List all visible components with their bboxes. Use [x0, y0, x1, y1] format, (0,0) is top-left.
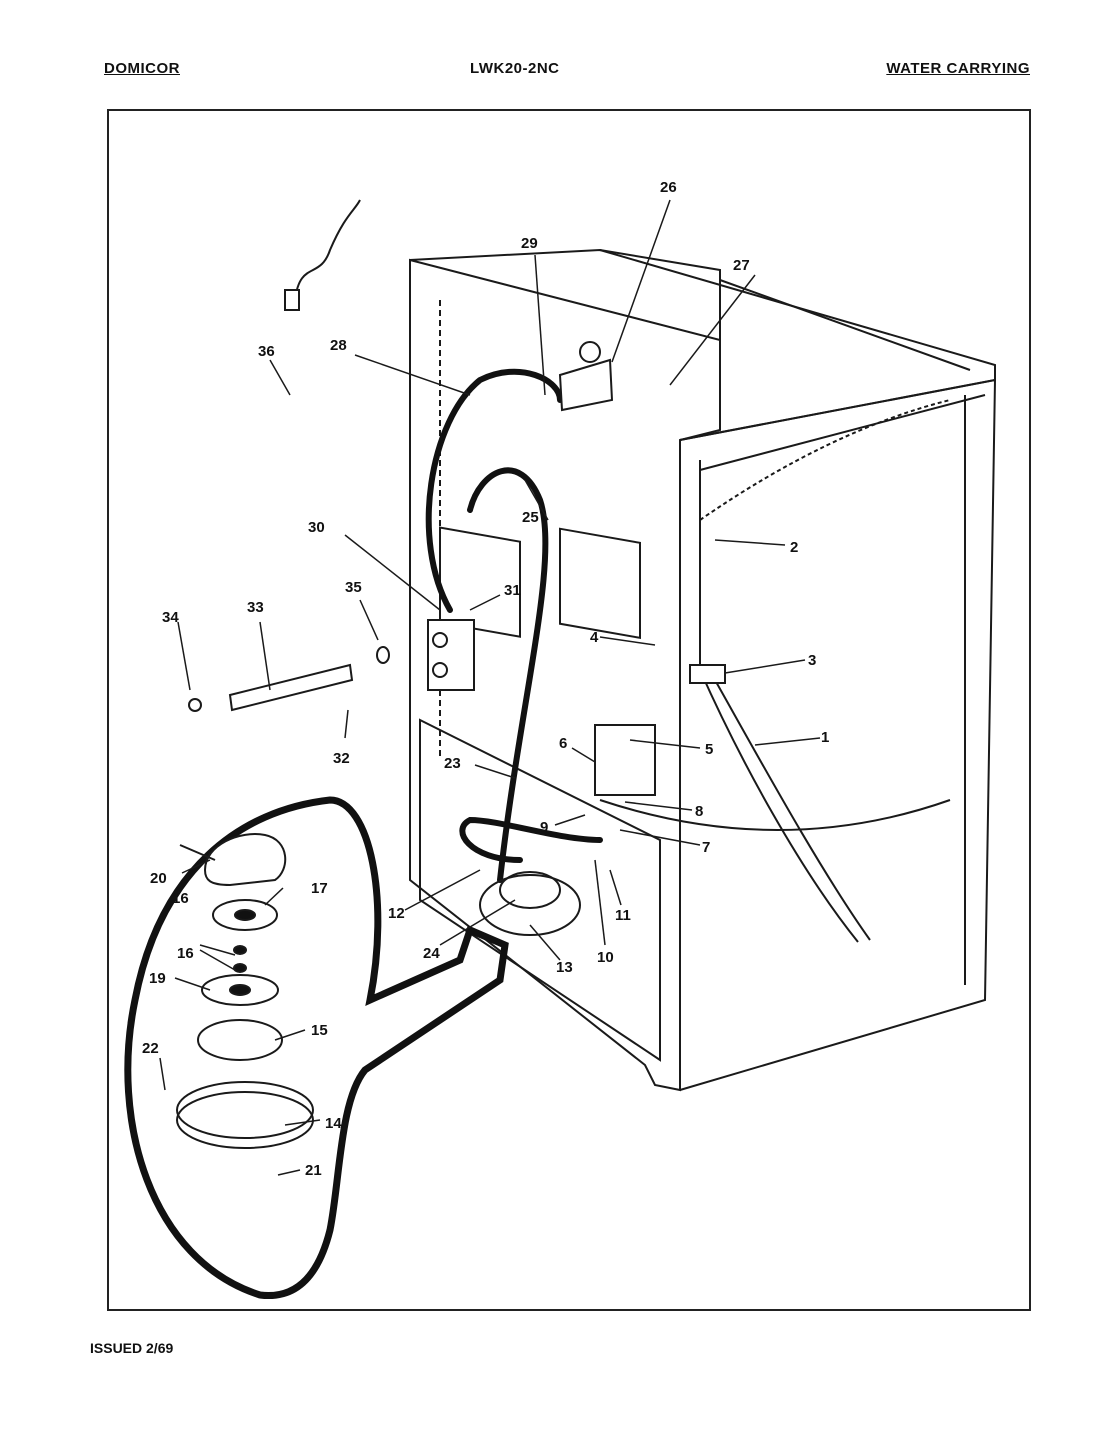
- callout-4: 4: [590, 629, 599, 646]
- external-hose: [699, 460, 871, 943]
- section-title: WATER CARRYING: [886, 60, 1030, 77]
- callout-29: 29: [521, 235, 538, 252]
- callout-14: 14: [325, 1115, 342, 1132]
- callout-35: 35: [345, 579, 362, 596]
- callout-33: 33: [247, 599, 264, 616]
- washer-cabinet: [409, 248, 997, 1092]
- callout-13: 13: [556, 959, 573, 976]
- callout-36: 36: [258, 343, 275, 360]
- callout-22: 22: [142, 1040, 159, 1057]
- callout-24: 24: [423, 945, 440, 962]
- model-number: LWK20-2NC: [470, 60, 560, 77]
- callout-31: 31: [504, 582, 521, 599]
- pump-assembly: [479, 871, 581, 936]
- hose-clamp: [689, 664, 726, 684]
- brand-name: DOMICOR: [104, 60, 180, 77]
- callout-34: 34: [162, 609, 179, 626]
- inlet-hose-parts: [188, 646, 390, 712]
- callout-6: 6: [559, 735, 567, 752]
- callout-17: 17: [311, 880, 328, 897]
- mixing-valve: [427, 619, 475, 691]
- callout-23: 23: [444, 755, 461, 772]
- leader-lines: [159, 199, 821, 1176]
- callout-10: 10: [597, 949, 614, 966]
- callout-27: 27: [733, 257, 750, 274]
- callout-21: 21: [305, 1162, 322, 1179]
- power-cord: [284, 199, 361, 311]
- callout-16: 16: [172, 890, 189, 907]
- callout-8: 8: [695, 803, 703, 820]
- diagram-frame: [107, 109, 1031, 1311]
- issue-date: ISSUED 2/69: [90, 1340, 174, 1356]
- callout-15: 15: [311, 1022, 328, 1039]
- callout-12: 12: [388, 905, 405, 922]
- callout-11: 11: [615, 907, 631, 924]
- callout-30: 30: [308, 519, 325, 536]
- callout-32: 32: [333, 750, 350, 767]
- callout-28: 28: [330, 337, 347, 354]
- callout-5: 5: [705, 741, 713, 758]
- callout-25: 25: [522, 509, 539, 526]
- callout-1: 1: [821, 729, 829, 746]
- callout-7: 7: [702, 839, 710, 856]
- callout-9: 9: [540, 819, 548, 836]
- top-bracket: [558, 341, 614, 412]
- pump-exploded-parts: [176, 833, 314, 1149]
- callout-20: 20: [150, 870, 167, 887]
- callout-16: 16: [177, 945, 194, 962]
- callout-26: 26: [660, 179, 677, 196]
- callout-19: 19: [149, 970, 166, 987]
- callout-3: 3: [808, 652, 816, 669]
- callout-labels: 1 2 3 4 5 6 7 8 9 10 11 12 13 14 15 16 1…: [142, 179, 829, 1179]
- pump-inset-outline: [124, 796, 509, 1300]
- callout-2: 2: [790, 539, 798, 556]
